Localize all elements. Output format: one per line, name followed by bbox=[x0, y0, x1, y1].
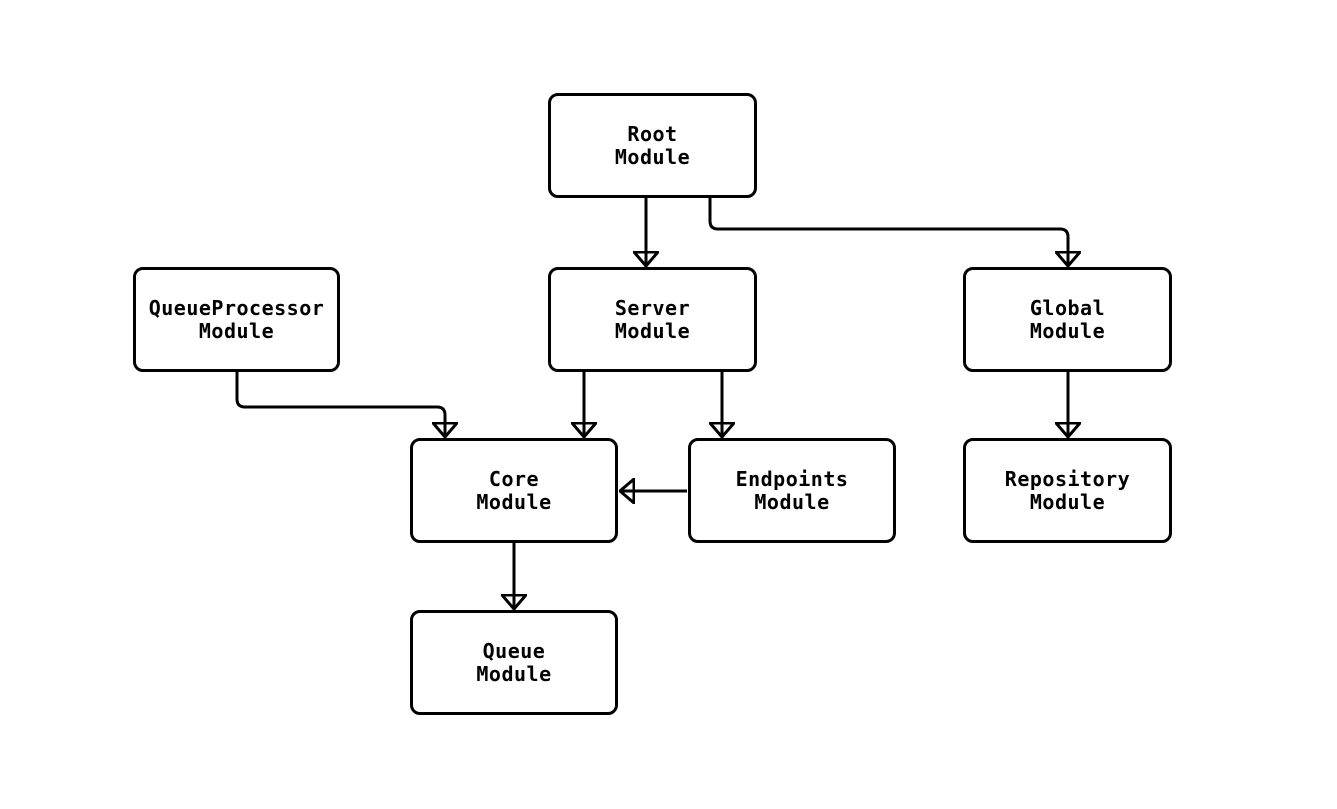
node-queue-module-label: Queue Module bbox=[476, 638, 552, 686]
node-queue-module: Queue Module bbox=[410, 610, 618, 715]
node-global-module-label: Global Module bbox=[1029, 295, 1106, 343]
node-server-module-label: Server Module bbox=[614, 295, 691, 343]
node-endpoints-module: Endpoints Module bbox=[688, 438, 896, 543]
node-repository-module-label: Repository Module bbox=[1004, 466, 1131, 514]
node-queueprocessor-module-label: QueueProcessor Module bbox=[148, 295, 325, 343]
node-server-module: Server Module bbox=[548, 267, 757, 372]
node-endpoints-module-label: Endpoints Module bbox=[735, 466, 849, 514]
node-core-module: Core Module bbox=[410, 438, 618, 543]
edge-queueprocessor-to-core bbox=[235, 372, 445, 437]
node-repository-module: Repository Module bbox=[963, 438, 1172, 543]
node-root-module: Root Module bbox=[548, 93, 757, 198]
node-root-module-label: Root Module bbox=[614, 121, 691, 169]
node-core-module-label: Core Module bbox=[476, 466, 552, 514]
node-queueprocessor-module: QueueProcessor Module bbox=[133, 267, 340, 372]
edge-root-to-global bbox=[708, 198, 1068, 266]
node-global-module: Global Module bbox=[963, 267, 1172, 372]
